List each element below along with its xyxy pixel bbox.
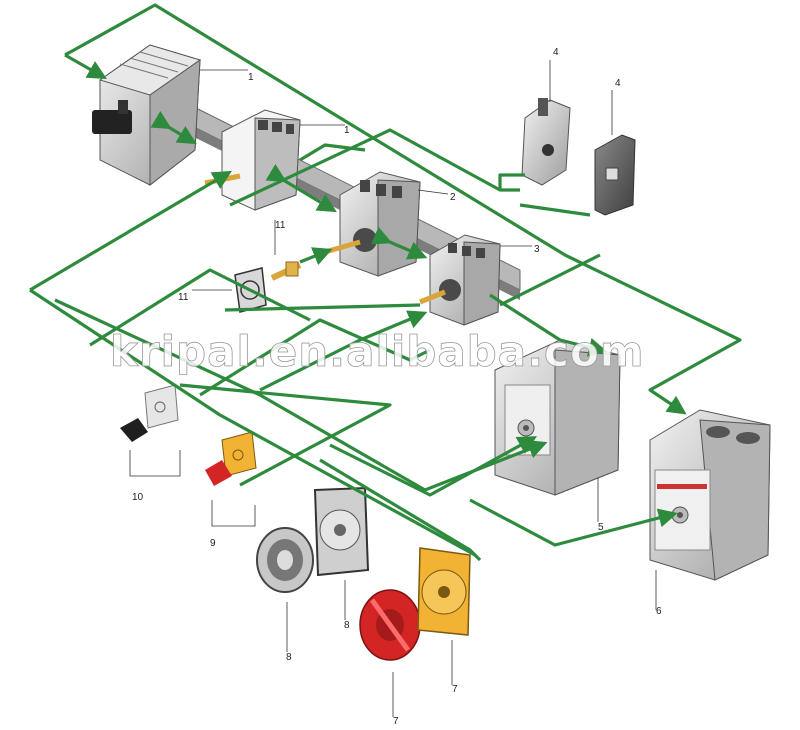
callout-8-left: 8 — [286, 652, 292, 663]
leader-lines — [129, 60, 657, 717]
callout-7-upper: 7 — [452, 684, 458, 695]
main-switch-block — [92, 44, 202, 187]
front-bracket — [594, 134, 636, 216]
red-rotary-cover — [359, 589, 421, 661]
callout-4-right: 4 — [615, 78, 621, 89]
callout-4-left: 4 — [553, 47, 559, 58]
callout-9: 9 — [210, 538, 216, 549]
assembly-flow-lines — [29, 3, 742, 562]
callout-8-right: 8 — [344, 620, 350, 631]
enclosure-large — [649, 409, 771, 581]
callout-5: 5 — [598, 522, 604, 533]
callout-numbers: 1 1 2 3 4 4 5 6 7 7 8 8 9 10 11 11 — [132, 47, 662, 727]
callout-1-second: 1 — [344, 125, 350, 136]
callout-11-plate: 11 — [178, 292, 189, 303]
rotary-cover — [256, 527, 314, 593]
watermark-text: kripal.en.alibaba.com — [110, 327, 645, 376]
mounting-clip — [521, 98, 571, 186]
red-handle-kit — [205, 431, 257, 486]
gray-front-plate — [313, 486, 370, 577]
callout-7-lower: 7 — [393, 716, 399, 727]
callout-6: 6 — [656, 606, 662, 617]
terminal-block — [419, 234, 501, 326]
extension-shaft — [270, 261, 302, 281]
black-handle-kit — [120, 384, 179, 442]
callout-1-top: 1 — [248, 72, 254, 83]
callout-3: 3 — [534, 244, 540, 255]
callout-10: 10 — [132, 492, 144, 503]
callout-2: 2 — [450, 192, 456, 203]
callout-11-shaft: 11 — [275, 220, 286, 231]
yellow-front-plate — [417, 547, 471, 636]
